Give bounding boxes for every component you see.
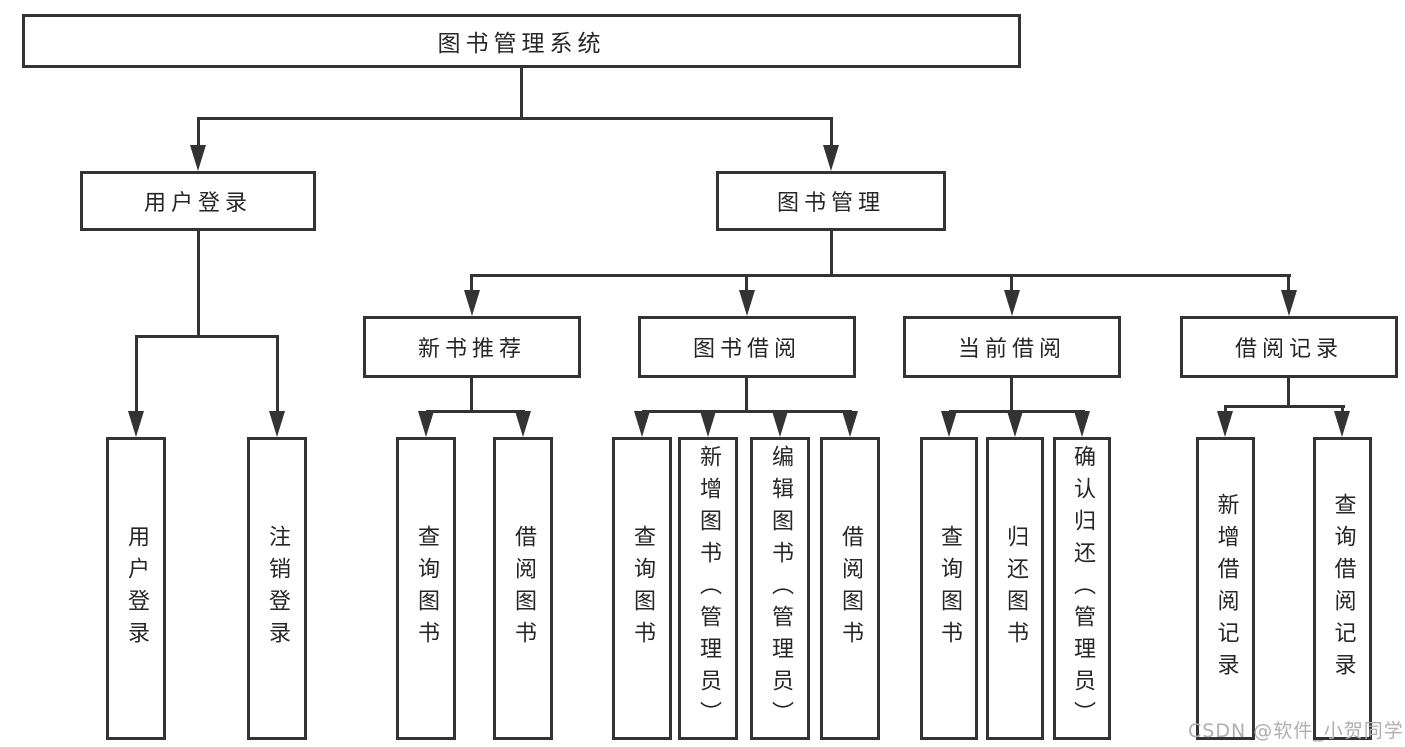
connector-shaft-current-borrow: [1010, 274, 1013, 293]
leaf-label: 借阅图书: [838, 524, 863, 653]
arrowhead-down-icon: [269, 411, 285, 437]
arrowhead-down-icon: [823, 145, 839, 171]
node-new-book-recommend: 新书推荐: [363, 316, 581, 378]
leaf-label: 用户登录: [124, 524, 149, 653]
leaf-label: 新增图书（管理员）: [696, 444, 721, 733]
connector-shaft-leaf: [135, 335, 138, 415]
connector-shaft-book-borrow: [745, 274, 748, 293]
leaf-label: 查询图书: [937, 524, 962, 653]
connector-book-borrow-trunk: [745, 378, 748, 413]
leaf-label: 借阅图书: [511, 524, 536, 653]
arrowhead-down-icon: [842, 411, 858, 437]
connector-book-management-trunk: [830, 231, 833, 277]
leaf-query-books-borrow: 查询图书: [612, 437, 672, 740]
connector-current-borrow-trunk: [1010, 378, 1013, 413]
leaf-query-books-newbook: 查询图书: [396, 437, 456, 740]
connector-shaft-leaf: [1224, 405, 1227, 415]
node-user-login: 用户登录: [80, 171, 316, 231]
leaf-label: 确认归还（管理员）: [1070, 444, 1095, 733]
leaf-add-books-admin: 新增图书（管理员）: [678, 437, 738, 740]
arrowhead-down-icon: [464, 290, 480, 316]
connector-level2-branch: [471, 274, 1291, 277]
connector-borrow-records-trunk: [1287, 378, 1290, 408]
connector-shaft-leaf: [1341, 405, 1344, 415]
leaf-confirm-return-admin: 确认归还（管理员）: [1053, 437, 1111, 740]
arrowhead-down-icon: [1074, 411, 1090, 437]
node-current-borrow: 当前借阅: [903, 316, 1121, 378]
leaf-label: 归还图书: [1003, 524, 1028, 653]
node-borrow-records: 借阅记录: [1180, 316, 1398, 378]
arrowhead-down-icon: [418, 411, 434, 437]
leaf-query-books-current: 查询图书: [920, 437, 978, 740]
arrowhead-down-icon: [128, 411, 144, 437]
leaf-borrow-books-newbook: 借阅图书: [493, 437, 553, 740]
leaf-label: 新增借阅记录: [1213, 492, 1239, 685]
arrowhead-down-icon: [1007, 411, 1023, 437]
arrowhead-down-icon: [739, 290, 755, 316]
leaf-label: 查询借阅记录: [1330, 492, 1356, 685]
connector-shaft-user-login: [197, 117, 200, 148]
connector-root-trunk: [520, 68, 523, 120]
connector-book-borrow-branch: [642, 410, 852, 413]
arrowhead-down-icon: [634, 411, 650, 437]
node-book-borrow: 图书借阅: [638, 316, 856, 378]
node-root-library-system: 图书管理系统: [22, 14, 1021, 68]
leaf-query-borrow-record: 查询借阅记录: [1313, 437, 1372, 740]
arrowhead-down-icon: [772, 411, 788, 437]
connector-borrow-records-branch: [1225, 405, 1345, 408]
connector-user-login-branch: [135, 335, 279, 338]
leaf-label: 查询图书: [630, 524, 655, 653]
connector-new-book-branch: [426, 410, 525, 413]
connector-user-login-trunk: [197, 231, 200, 338]
arrowhead-down-icon: [1004, 290, 1020, 316]
leaf-return-books: 归还图书: [986, 437, 1044, 740]
leaf-label: 编辑图书（管理员）: [768, 444, 793, 733]
connector-shaft-book-management: [830, 117, 833, 148]
arrowhead-down-icon: [515, 411, 531, 437]
connector-shaft-borrow-records: [1287, 274, 1290, 293]
leaf-logout: 注销登录: [247, 437, 307, 740]
csdn-watermark: CSDN @软件_小贺同学: [1188, 720, 1404, 742]
arrowhead-down-icon: [1334, 411, 1350, 437]
leaf-label: 查询图书: [414, 524, 439, 653]
connector-shaft-leaf: [276, 335, 279, 415]
leaf-edit-books-admin: 编辑图书（管理员）: [750, 437, 810, 740]
connector-level1-branch: [197, 117, 833, 120]
leaf-borrow-books: 借阅图书: [820, 437, 880, 740]
leaf-add-borrow-record: 新增借阅记录: [1196, 437, 1255, 740]
leaf-user-login: 用户登录: [106, 437, 166, 740]
leaf-label: 注销登录: [265, 524, 290, 653]
arrowhead-down-icon: [1217, 411, 1233, 437]
arrowhead-down-icon: [190, 145, 206, 171]
arrowhead-down-icon: [700, 411, 716, 437]
connector-shaft-new-book: [470, 274, 473, 293]
arrowhead-down-icon: [941, 411, 957, 437]
connector-new-book-trunk: [470, 378, 473, 413]
arrowhead-down-icon: [1281, 290, 1297, 316]
node-book-management: 图书管理: [716, 171, 946, 231]
